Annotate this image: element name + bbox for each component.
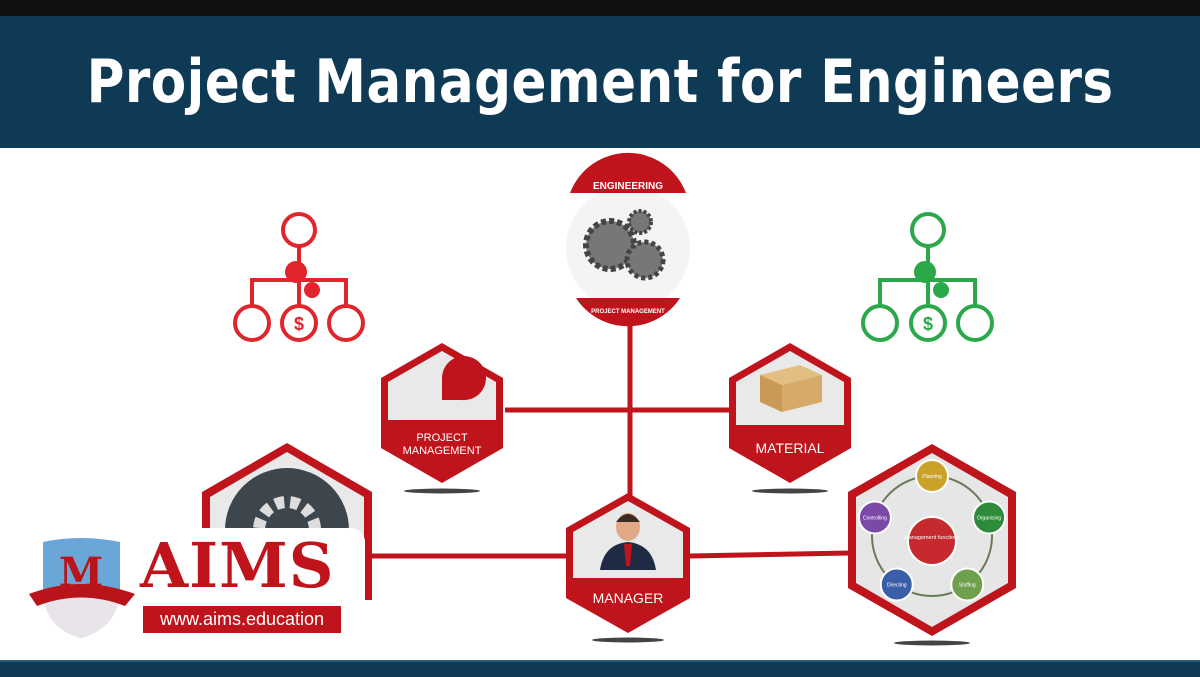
manager-icon bbox=[600, 513, 656, 570]
function-circle bbox=[915, 459, 949, 493]
engineering-bottom-label: PROJECT MANAGEMENT bbox=[591, 309, 665, 315]
speedometer-icon bbox=[442, 356, 486, 401]
gears-icon bbox=[583, 209, 666, 281]
function-label: Controlling bbox=[863, 515, 887, 521]
center-label: Management functions bbox=[904, 535, 960, 541]
box-icon bbox=[760, 365, 822, 412]
org-chart-icon-red: $ bbox=[233, 212, 365, 342]
diagram: $ $ ENGINEERING PROJECT MANAGEMENT PROJE… bbox=[202, 152, 1016, 646]
aims-wordmark: AIMS bbox=[140, 529, 335, 602]
function-label: Organising bbox=[977, 515, 1001, 521]
function-label: Planning bbox=[922, 474, 942, 480]
pm-label-1: PROJECT bbox=[416, 432, 468, 444]
manager-label: MANAGER bbox=[593, 590, 664, 606]
project-management-node: PROJECT MANAGEMENT bbox=[381, 343, 503, 494]
svg-text:$: $ bbox=[923, 314, 933, 334]
aims-crest-icon: M bbox=[29, 538, 135, 638]
function-circle bbox=[857, 500, 892, 535]
function-label: Staffing bbox=[959, 583, 976, 589]
function-circle bbox=[950, 567, 985, 602]
title-banner: Project Management for Engineers bbox=[0, 16, 1200, 148]
svg-text:$: $ bbox=[294, 314, 304, 334]
top-strip bbox=[0, 0, 1200, 16]
page-title: Project Management for Engineers bbox=[86, 47, 1114, 117]
function-circle bbox=[972, 500, 1007, 535]
pm-label-2: MANAGEMENT bbox=[403, 445, 482, 457]
engineering-node: ENGINEERING PROJECT MANAGEMENT bbox=[566, 152, 690, 327]
function-label: Directing bbox=[887, 583, 907, 589]
aims-url[interactable]: www.aims.education bbox=[143, 606, 341, 633]
manager-node: MANAGER bbox=[566, 493, 690, 643]
footer-bar bbox=[0, 660, 1200, 677]
material-node: MATERIAL bbox=[729, 343, 851, 494]
material-label: MATERIAL bbox=[756, 440, 825, 456]
engineering-label: ENGINEERING bbox=[593, 181, 663, 192]
svg-text:M: M bbox=[59, 549, 103, 596]
management-functions-node: Management functions PlanningOrganisingS… bbox=[848, 444, 1016, 646]
org-chart-icon-green: $ bbox=[861, 212, 994, 342]
connector-lines bbox=[370, 320, 851, 559]
function-circle bbox=[879, 567, 914, 602]
